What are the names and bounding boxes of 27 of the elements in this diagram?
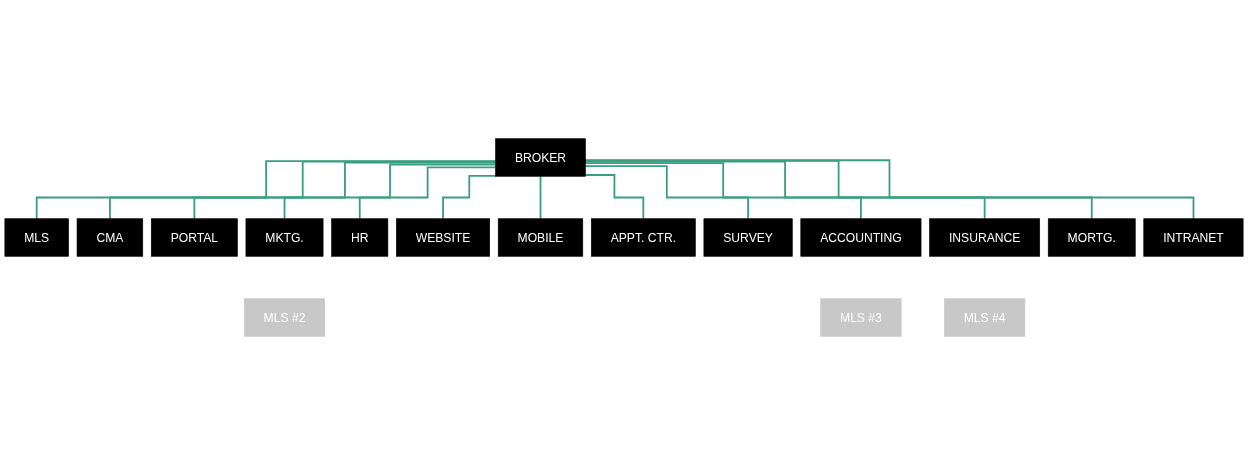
connector xyxy=(35,160,497,220)
connector xyxy=(442,175,497,220)
node-box: MKTG. xyxy=(245,218,324,257)
connector xyxy=(584,174,645,220)
node-box: APPT. CTR. xyxy=(590,218,696,257)
node-box: PORTAL xyxy=(150,218,238,257)
node-box: ACCOUNTING xyxy=(800,218,922,257)
node-box: WEBSITE xyxy=(396,218,490,257)
connector xyxy=(584,162,862,220)
node-box: HR xyxy=(331,218,389,257)
connector xyxy=(539,175,542,220)
connector xyxy=(584,165,749,220)
node-box: MORTG. xyxy=(1047,218,1136,257)
connector xyxy=(358,166,497,220)
node-box: MLS xyxy=(4,218,69,257)
node-box: INTRANET xyxy=(1143,218,1244,257)
node-box: CMA xyxy=(76,218,144,257)
connector xyxy=(283,163,497,220)
connector xyxy=(584,159,1195,220)
node-box: MOBILE xyxy=(497,218,584,257)
node-box: BROKER xyxy=(495,138,586,177)
connector xyxy=(109,160,497,220)
node-box: SURVEY xyxy=(703,218,793,257)
connector xyxy=(584,160,986,220)
connector xyxy=(584,159,1093,220)
node-box: INSURANCE xyxy=(929,218,1041,257)
connector xyxy=(193,161,497,220)
